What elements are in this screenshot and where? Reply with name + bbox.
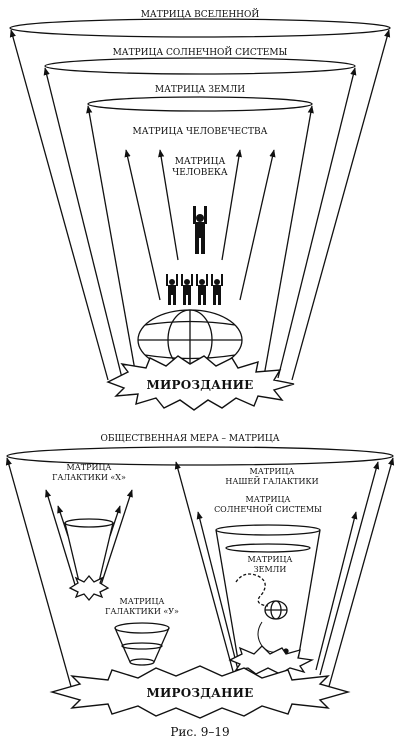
earth-label-line2: ЗЕМЛИ [254, 565, 287, 574]
earth-label-line1: МАТРИЦА [248, 555, 293, 564]
bottom-creation-label: МИРОЗДАНИЕ [146, 686, 253, 700]
universe-arrow-right [291, 29, 391, 381]
our-galaxy-burst [228, 645, 315, 675]
public-arrow-left [5, 457, 73, 691]
earth-arrow-left [86, 105, 137, 377]
galaxy-y-label-line1: МАТРИЦА [120, 597, 165, 606]
earth-matrix-ellipse [87, 96, 313, 112]
galaxy-x-label-line2: ГАЛАКТИКИ «Х» [52, 473, 126, 482]
our-galaxy-label-line1: МАТРИЦА [250, 467, 295, 476]
human-arrow-right [221, 149, 242, 261]
universe-matrix-label: МАТРИЦА ВСЕЛЕННОЙ [141, 8, 260, 20]
humanity-arrow-left [124, 149, 161, 301]
galaxy-x-burst [68, 574, 110, 602]
universe-matrix-ellipse [9, 18, 391, 38]
earth-trajectory [235, 573, 269, 607]
earth-arrow-right [263, 105, 314, 377]
top-creation-label: МИРОЗДАНИЕ [146, 378, 253, 392]
humanity-arrow-right [239, 149, 276, 301]
galaxy-y-label-line2: ГАЛАКТИКИ «У» [105, 607, 179, 616]
public-arrow-right [327, 457, 395, 691]
humanity-icon [166, 274, 223, 305]
galaxy-x-label-line1: МАТРИЦА [67, 463, 112, 472]
top-diagram [9, 18, 391, 411]
solar-system-label-line2: СОЛНЕЧНОЙ СИСТЕМЫ [214, 505, 322, 514]
humanity-matrix-label: МАТРИЦА ЧЕЛОВЕЧЕСТВА [133, 127, 268, 137]
public-measure-label: ОБЩЕСТВЕННАЯ МЕРА – МАТРИЦА [100, 434, 279, 444]
solar-arrow-right [277, 67, 357, 379]
human-icon [193, 206, 207, 254]
creation-burst [106, 355, 295, 411]
small-globe-icon [264, 600, 288, 620]
earth-matrix-label: МАТРИЦА ЗЕМЛИ [155, 85, 245, 95]
galaxy-x-group [45, 489, 133, 602]
solar-system-label-line1: МАТРИЦА [246, 495, 291, 504]
figure-caption: Рис. 9–19 [170, 725, 229, 739]
human-matrix-label-line2: ЧЕЛОВЕКА [172, 168, 228, 178]
human-arrow-left [158, 149, 179, 261]
bottom-creation-burst [49, 665, 351, 719]
our-galaxy-group [174, 461, 380, 676]
human-figures [166, 206, 223, 305]
solar-system-matrix-ellipse [44, 57, 356, 75]
public-measure-ellipse [6, 446, 394, 466]
galaxy-y-group [114, 622, 170, 666]
solar-arrow-left [43, 67, 123, 379]
our-galaxy-label-line2: НАШЕЙ ГАЛАКТИКИ [225, 477, 318, 486]
universe-arrow-left [9, 29, 109, 381]
bottom-diagram [5, 446, 395, 719]
human-matrix-label-line1: МАТРИЦА [175, 157, 226, 167]
solar-system-matrix-label: МАТРИЦА СОЛНЕЧНОЙ СИСТЕМЫ [113, 46, 288, 58]
